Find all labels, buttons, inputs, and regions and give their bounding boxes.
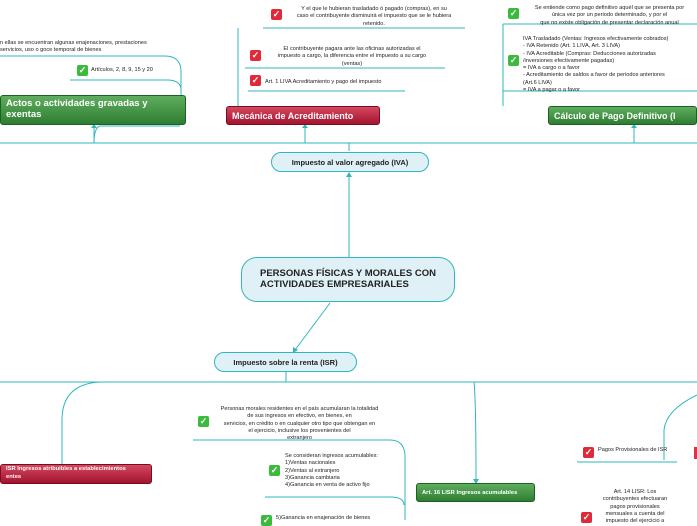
central-topic[interactable]: PERSONAS FÍSICAS Y MORALES CON ACTIVIDAD…	[241, 257, 455, 302]
art16-ingresos-acumulables-topic[interactable]: Art. 16 LISR Ingresos acumulables	[416, 483, 535, 502]
check-icon: ✓	[581, 512, 592, 523]
isr-note-personas-morales: Personas morales residentes en el país a…	[220, 406, 379, 442]
actos-note-enajenaciones: n ellas se encuentran algunas enajenacio…	[0, 40, 147, 54]
check-icon: ✓	[271, 9, 282, 20]
check-icon: ✓	[269, 465, 280, 476]
check-icon: ✓	[198, 416, 209, 427]
check-icon: ✓	[261, 515, 272, 526]
actos-gravadas-topic[interactable]: Actos o actividades gravadas y exentas	[0, 95, 186, 125]
mecanica-note-art1: Art. 1 LIVA Acreditamiento y pago del im…	[265, 79, 382, 85]
calculo-note-definicion: Se entiende como pago definitivo aquél q…	[534, 5, 685, 26]
calculo-note-formula: IVA Trasladado (Ventas: Ingresos efectiv…	[523, 36, 669, 93]
check-icon: ✓	[250, 50, 261, 61]
mecanica-note-trasladado: Y el que le hubieran trasladado ó pagado…	[296, 6, 452, 27]
isr-topic[interactable]: Impuesto sobre la renta (ISR)	[214, 352, 357, 372]
check-icon: ✓	[250, 75, 261, 86]
isr-establecimientos-topic[interactable]: ISR Ingresos atribuibles a establecimien…	[0, 464, 152, 484]
calculo-pago-definitivo-topic[interactable]: Cálculo de Pago Definitivo (I	[548, 106, 697, 125]
mecanica-acreditamiento-topic[interactable]: Mecánica de Acreditamiento	[226, 106, 380, 125]
isr-note-ingresos-acumulables: Se consideran ingresos acumulables: 1)Ve…	[285, 453, 378, 489]
isr-note-pagos-provisionales: Pagos Provisionales de ISR	[598, 447, 668, 453]
mecanica-note-oficinas: El contribuyente pagara ante las oficina…	[277, 46, 427, 67]
check-icon: ✓	[583, 447, 594, 458]
check-icon: ✓	[508, 55, 519, 66]
iva-topic[interactable]: Impuesto al valor agregado (IVA)	[271, 152, 429, 172]
actos-note-articulos: Artículos, 2, 8, 9, 15 y 20	[91, 67, 153, 73]
offscreen-red-box-edge	[694, 447, 697, 459]
check-icon: ✓	[508, 8, 519, 19]
isr-note-ganancia-bienes: 5)Ganancia en enajenación de bienes	[276, 515, 371, 521]
check-icon: ✓	[77, 65, 88, 76]
